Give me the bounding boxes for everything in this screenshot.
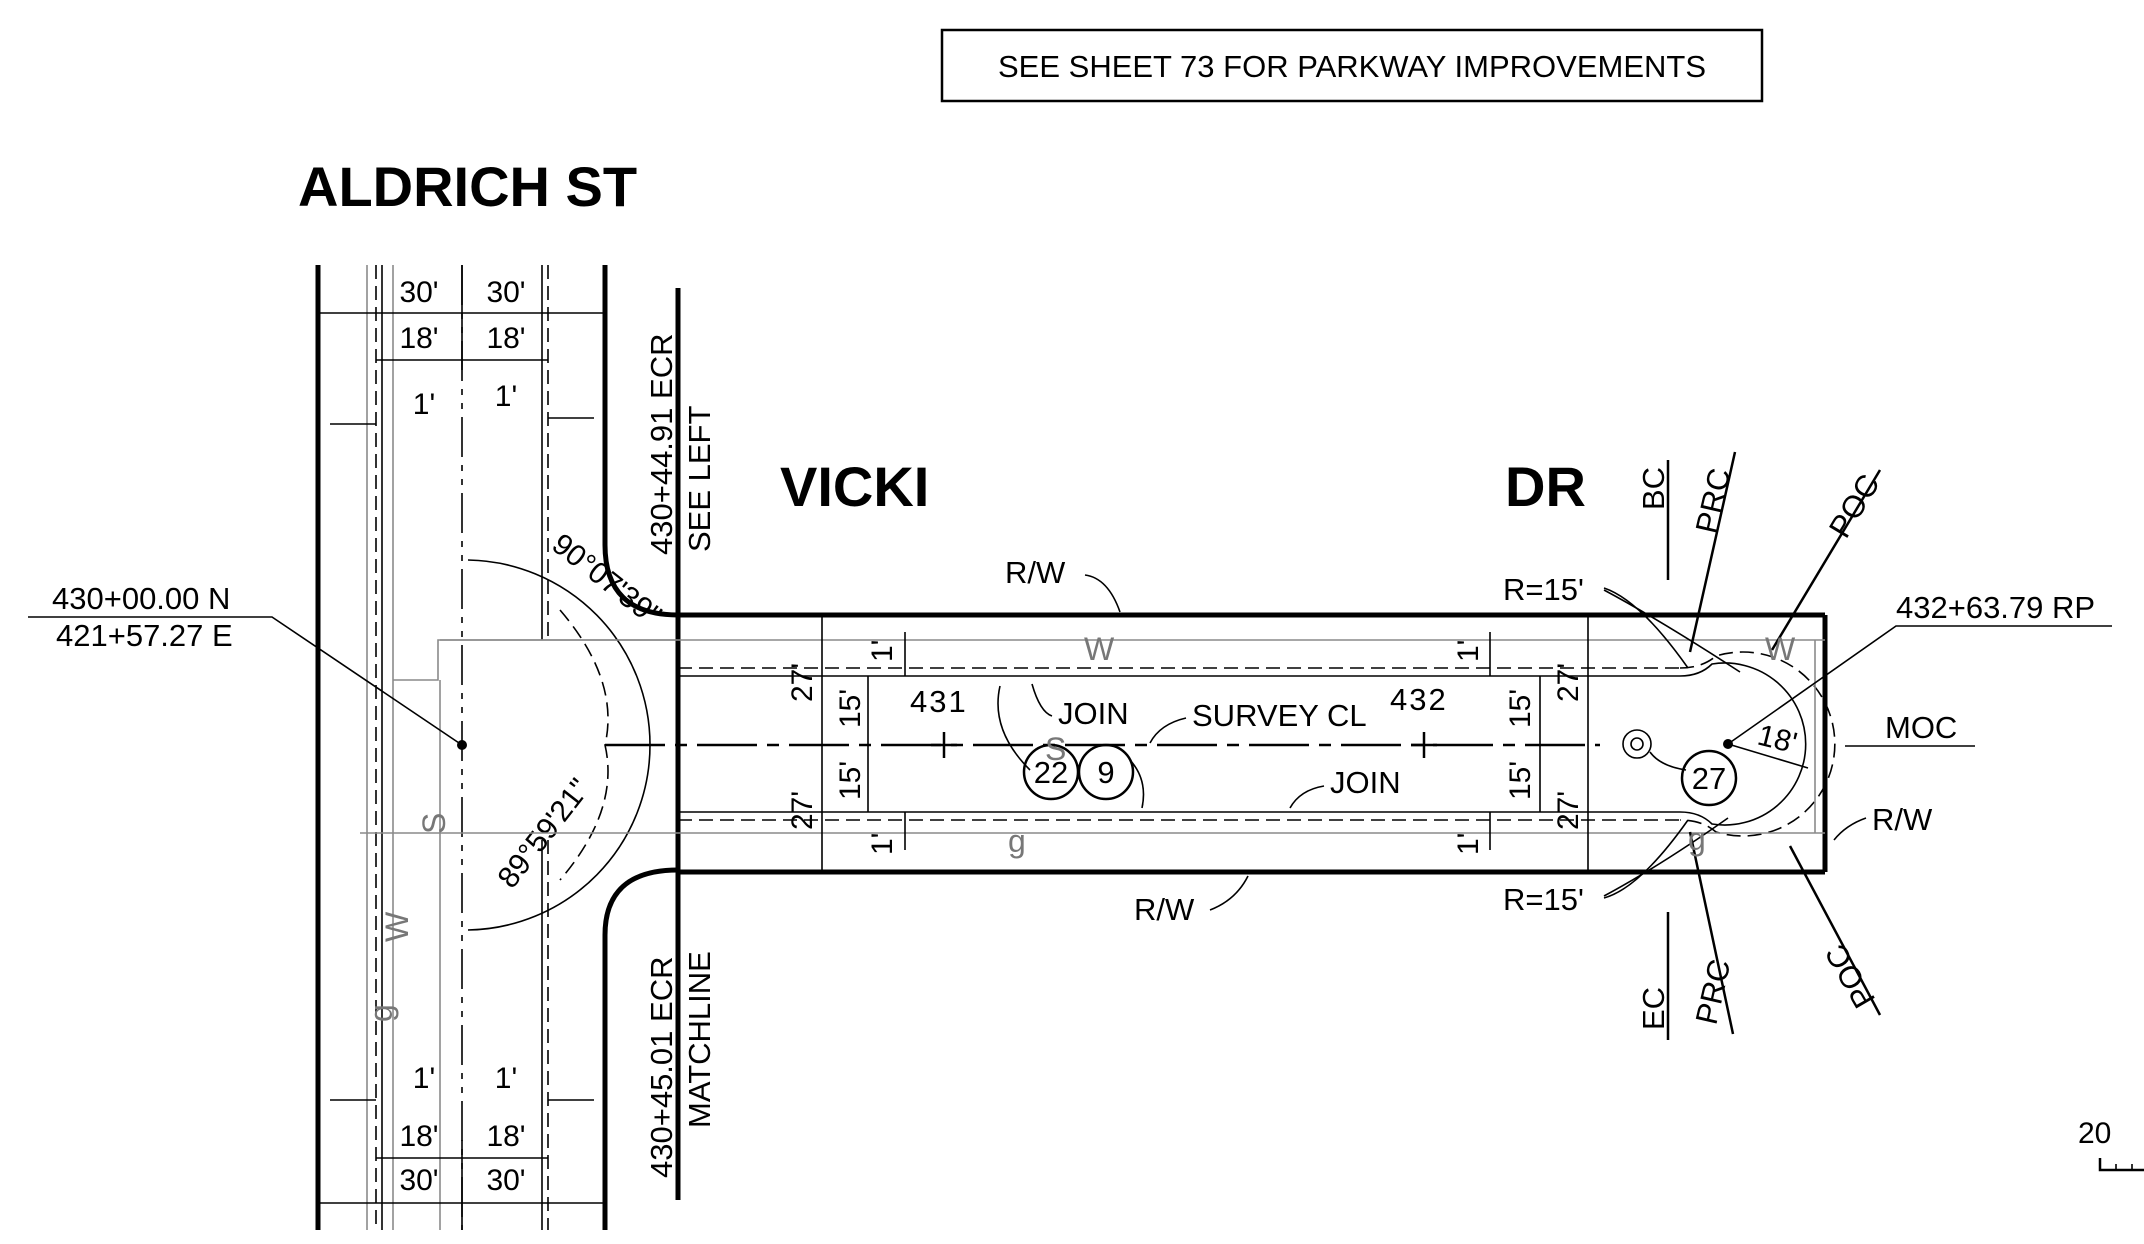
- see-left-label: SEE LEFT: [682, 406, 717, 552]
- scale-value: 20: [2078, 1117, 2111, 1150]
- prc-label-top: PRC: [1689, 465, 1738, 537]
- sewer-line-label-aldrich: S: [416, 813, 452, 834]
- dim-1-top-left: 1': [413, 388, 435, 421]
- manhole-icon: [1622, 729, 1652, 759]
- rw-label-north: R/W: [1005, 555, 1066, 590]
- curb-return-south: [602, 867, 679, 936]
- angle-arc-top: [467, 559, 651, 746]
- aldrich-street: [315, 265, 679, 1230]
- join-label-north: JOIN: [1058, 696, 1129, 731]
- callout-9: 9: [1097, 755, 1114, 790]
- scale-bar: 20: [2078, 1117, 2144, 1172]
- callout-markers: 22 9 27: [997, 685, 1738, 809]
- radius-line: [1727, 743, 1809, 769]
- dim-1-bottom-right: 1': [495, 1062, 517, 1095]
- survey-point: [457, 740, 467, 750]
- rp-station-label: 432+63.79 RP: [1896, 590, 2095, 625]
- northing-label: 430+00.00 N: [52, 581, 230, 616]
- r15-label-top: R=15': [1503, 572, 1584, 607]
- cul-de-sac-geometry: 18' 432+63.79 RP MOC: [1723, 590, 2112, 769]
- dim-18-bottom-right: 18': [486, 1120, 525, 1153]
- rw-label-south: R/W: [1134, 892, 1195, 927]
- street-name-vicki: VICKI: [780, 455, 929, 518]
- join-labels: JOIN SURVEY CL JOIN: [1031, 683, 1401, 809]
- dim-15-left-top: 15': [834, 689, 867, 728]
- dim-30-top-right: 30': [486, 276, 525, 309]
- street-name-aldrich: ALDRICH ST: [298, 155, 637, 218]
- dim-1-vicki-right-top: 1': [1452, 640, 1485, 662]
- aldrich-dims-top: 30' 30' 18' 18' 1' 1': [318, 265, 605, 425]
- dim-1-top-right: 1': [495, 380, 517, 413]
- aldrich-dims-bottom: 30' 30' 18' 18' 1' 1': [318, 1062, 605, 1230]
- dim-1-bottom-left: 1': [413, 1062, 435, 1095]
- dim-27-left-top: 27': [786, 663, 819, 702]
- vicki-dims-left: 27' 27' 15' 15' 1' 1': [786, 615, 906, 872]
- callout-9-circle: [1077, 743, 1135, 801]
- note-box: SEE SHEET 73 FOR PARKWAY IMPROVEMENTS: [940, 28, 1764, 103]
- easting-label: 421+57.27 E: [56, 618, 233, 653]
- utility-labels: W W W S S g g g: [363, 631, 1796, 1022]
- sewer-line-label-vicki: S: [1045, 731, 1066, 767]
- station-432: 432: [1390, 682, 1448, 717]
- dim-27-left-bottom: 27': [786, 791, 819, 830]
- dim-27-right-bottom: 27': [1552, 791, 1585, 830]
- gas-line-label-aldrich: g: [363, 1004, 399, 1022]
- dim-30-bottom-left: 30': [399, 1164, 438, 1197]
- curve-radius-callouts: R=15' R=15': [1503, 572, 1741, 917]
- dim-1-vicki-left-top: 1': [866, 640, 899, 662]
- dim-18-top-left: 18': [399, 322, 438, 355]
- curb-return-north: [602, 544, 679, 618]
- dim-30-top-left: 30': [399, 276, 438, 309]
- dim-1-vicki-right-bottom: 1': [1452, 833, 1485, 855]
- station-ecr-top: 430+44.91 ECR: [644, 334, 679, 555]
- join-label-south: JOIN: [1330, 765, 1401, 800]
- gas-line-label-end: g: [1688, 821, 1706, 857]
- curve-points-bottom: EC PRC POC: [1636, 831, 1882, 1040]
- vicki-dims-right: 27' 27' 15' 15' 1' 1': [1452, 615, 1589, 872]
- matchline-label: MATCHLINE: [682, 951, 717, 1128]
- callout-22: 22: [1034, 755, 1068, 790]
- poc-label-top: POC: [1822, 468, 1887, 544]
- dim-27-right-top: 27': [1552, 663, 1585, 702]
- callout-27: 27: [1692, 761, 1726, 796]
- coordinate-callout: 430+00.00 N 421+57.27 E: [28, 581, 467, 750]
- dim-18-top-right: 18': [486, 322, 525, 355]
- cul-de-sac-curb: [1679, 662, 1807, 826]
- dim-1-vicki-left-bottom: 1': [866, 833, 899, 855]
- water-line-label-end: W: [1765, 631, 1796, 667]
- poc-label-bottom: POC: [1818, 938, 1882, 1014]
- callout-27-circle: [1680, 749, 1738, 807]
- rw-label-end: R/W: [1872, 802, 1933, 837]
- water-line-label-aldrich: W: [379, 911, 415, 942]
- intersection-angles: 90°07'39" 89°59'21": [467, 528, 667, 931]
- dim-15-right-bottom: 15': [1504, 761, 1537, 800]
- rw-callouts: R/W R/W R/W: [1005, 555, 1933, 927]
- centerline-stations: 431 432: [910, 682, 1448, 758]
- water-line-label-vicki: W: [1084, 631, 1115, 667]
- gas-line-label-vicki: g: [1008, 823, 1026, 859]
- station-ecr-bottom: 430+45.01 ECR: [644, 957, 679, 1178]
- bc-label: BC: [1636, 467, 1671, 510]
- station-431: 431: [910, 684, 968, 719]
- survey-cl-label: SURVEY CL: [1192, 698, 1367, 733]
- dim-15-left-bottom: 15': [834, 761, 867, 800]
- note-box-text: SEE SHEET 73 FOR PARKWAY IMPROVEMENTS: [998, 49, 1706, 84]
- ec-label: EC: [1636, 987, 1671, 1030]
- moc-label: MOC: [1885, 710, 1957, 745]
- street-name-dr: DR: [1505, 455, 1586, 518]
- curve-points-top: BC PRC POC: [1636, 451, 1887, 653]
- dim-30-bottom-right: 30': [486, 1164, 525, 1197]
- dim-18-bottom-left: 18': [399, 1120, 438, 1153]
- angle-arc-bottom: [467, 744, 651, 931]
- r15-label-bottom: R=15': [1503, 882, 1584, 917]
- dim-15-right-top: 15': [1504, 689, 1537, 728]
